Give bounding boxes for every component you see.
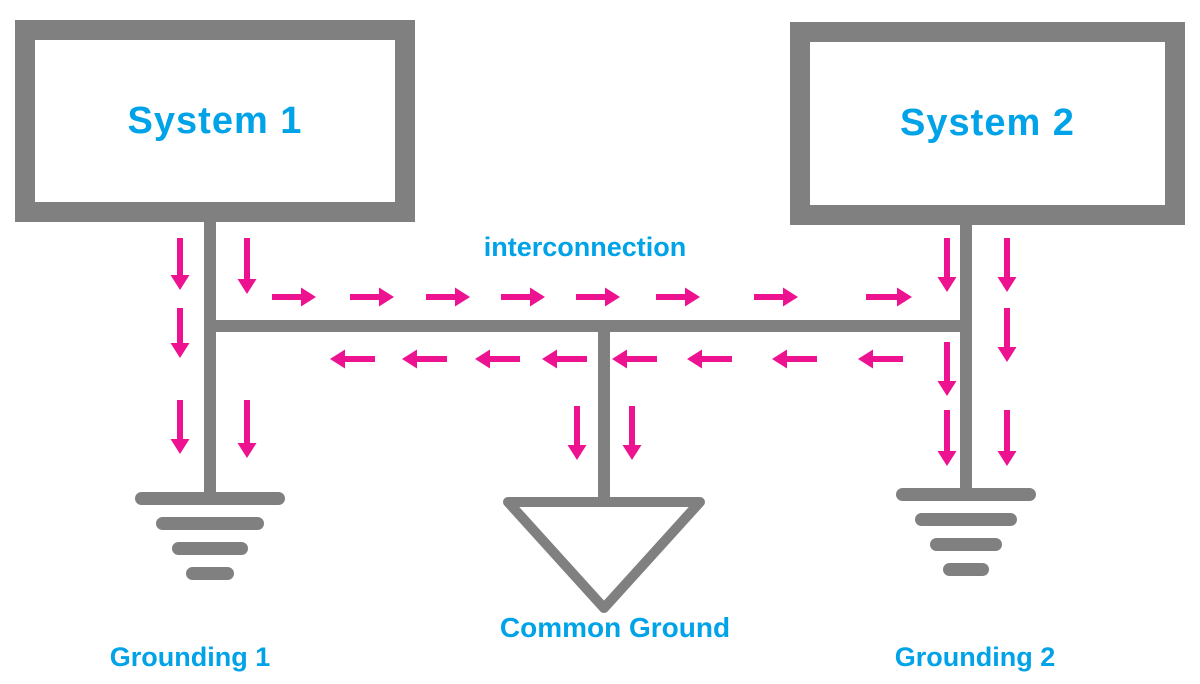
flow-arrow (858, 349, 903, 369)
grounding2-label: Grounding 2 (894, 642, 1056, 672)
common-ground-symbol (503, 497, 705, 613)
ground-bar (156, 517, 264, 530)
flow-arrow (170, 400, 190, 454)
common-ground-label: Common Ground (499, 612, 731, 643)
flow-arrow (937, 410, 957, 466)
interconnection-wire (204, 320, 972, 332)
flow-arrow (272, 287, 316, 307)
flow-arrow (350, 287, 394, 307)
ground-bar (172, 542, 248, 555)
ground-bar (943, 563, 989, 576)
flow-arrow (612, 349, 657, 369)
flow-arrow (687, 349, 732, 369)
flow-arrow (426, 287, 470, 307)
flow-arrow (576, 287, 620, 307)
system2-label: System 2 (900, 102, 1075, 144)
flow-arrow (997, 308, 1017, 362)
flow-arrow (402, 349, 447, 369)
system1-ground-wire (204, 222, 216, 498)
interconnection-label: interconnection (483, 232, 687, 262)
flow-arrow (997, 238, 1017, 292)
flow-arrow (170, 238, 190, 290)
flow-arrow (622, 406, 642, 460)
flow-arrow (866, 287, 912, 307)
flow-arrow (937, 238, 957, 292)
ground-bar (915, 513, 1017, 526)
ground-bar (186, 567, 234, 580)
system1-box: System 1 (15, 20, 415, 222)
ground-bar (930, 538, 1002, 551)
flow-arrow (542, 349, 587, 369)
flow-arrow (937, 342, 957, 396)
flow-arrow (997, 410, 1017, 466)
system2-ground-wire (960, 225, 972, 493)
flow-arrow (656, 287, 700, 307)
flow-arrow (330, 349, 375, 369)
common-ground-wire (598, 320, 610, 506)
flow-arrow (237, 400, 257, 458)
system1-label: System 1 (127, 99, 303, 142)
flow-arrow (772, 349, 817, 369)
flow-arrow (475, 349, 520, 369)
system2-box: System 2 (790, 22, 1185, 225)
flow-arrow (170, 308, 190, 358)
flow-arrow (237, 238, 257, 294)
flow-arrow (501, 287, 545, 307)
grounding1-label: Grounding 1 (109, 642, 271, 672)
flow-arrow (567, 406, 587, 460)
flow-arrow (754, 287, 798, 307)
